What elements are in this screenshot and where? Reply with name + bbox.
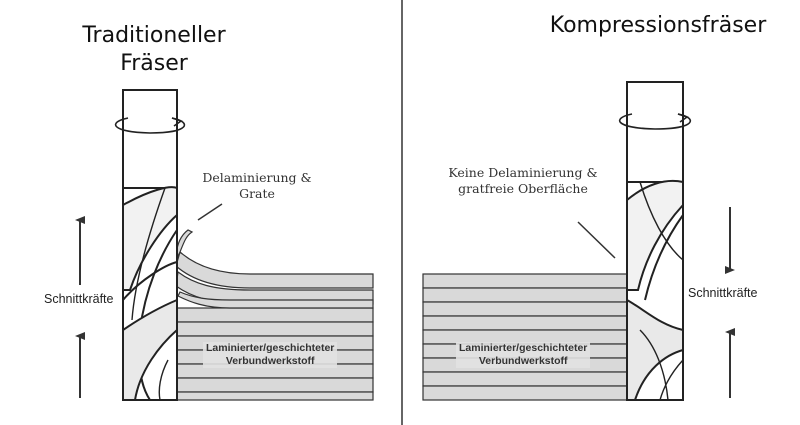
left-annotation-line2: Grate	[239, 186, 275, 201]
right-cutter-flutes	[626, 180, 684, 401]
right-annotation-leader	[577, 221, 616, 259]
left-force-label: Schnittkräfte	[44, 292, 114, 306]
left-title-line1: Traditioneller	[82, 23, 226, 48]
right-material-label: Laminierter/geschichteter Verbundwerksto…	[456, 342, 591, 368]
left-rotation-arrow	[114, 117, 186, 134]
right-rotation-arrow	[619, 113, 691, 130]
left-cutter-flutes	[122, 186, 178, 401]
right-material-line2: Verbundwerkstoff	[478, 355, 568, 367]
left-annotation: Delaminierung & Grate	[192, 170, 322, 202]
right-annotation-line2: gratfreie Oberfläche	[458, 181, 588, 196]
right-material-line1: Laminierter/geschichteter	[459, 342, 588, 354]
left-cutter-shank	[122, 89, 178, 189]
left-title-line2: Fräser	[120, 51, 188, 76]
right-title: Kompressionsfräser	[549, 13, 767, 38]
left-material-line1: Laminierter/geschichteter	[206, 342, 335, 354]
left-annotation-line1: Delaminierung &	[202, 170, 312, 185]
right-annotation-line1: Keine Delaminierung &	[448, 165, 598, 180]
right-force-label: Schnittkräfte	[688, 286, 758, 300]
left-delaminated-layers	[175, 229, 374, 309]
right-cutter-shank	[626, 81, 684, 183]
left-material-line2: Verbundwerkstoff	[225, 355, 315, 367]
left-annotation-leader	[197, 203, 223, 221]
left-material-label: Laminierter/geschichteter Verbundwerksto…	[203, 342, 338, 368]
right-annotation: Keine Delaminierung & gratfreie Oberfläc…	[438, 165, 608, 197]
right-material-layers	[422, 273, 632, 401]
left-title: Traditioneller Fräser	[64, 22, 244, 78]
